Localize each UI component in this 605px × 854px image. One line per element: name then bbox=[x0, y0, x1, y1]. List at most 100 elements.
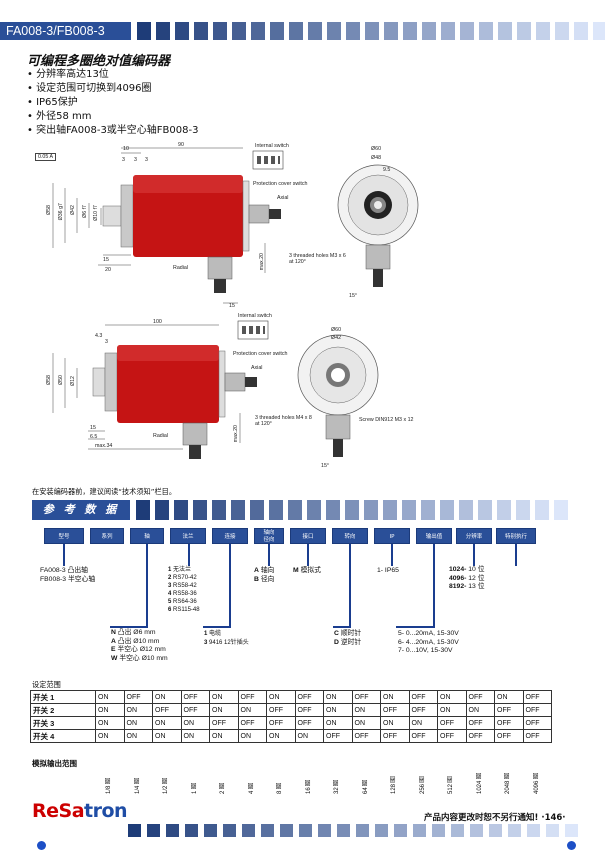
option-item: 5 RS64-36 bbox=[168, 599, 197, 605]
dim-label: 6.5 bbox=[90, 434, 98, 440]
dim-label: 90 bbox=[178, 142, 184, 148]
option-item: 3 RS58-42 bbox=[168, 583, 197, 589]
dim-label: 3 bbox=[134, 157, 137, 163]
decor-square bbox=[403, 22, 417, 40]
dim-label: Ø10 f7 bbox=[93, 205, 99, 221]
switch-label: 开关 1 bbox=[30, 690, 96, 704]
dim-label: 3 bbox=[145, 157, 148, 163]
decor-square bbox=[128, 824, 141, 837]
decor-square bbox=[593, 22, 605, 40]
switch-cell: ON bbox=[465, 703, 495, 717]
dim-label: Screw DIN912 M3 x 12 bbox=[359, 417, 414, 423]
switch-cell: OFF bbox=[180, 690, 210, 704]
dim-label: Ø48 bbox=[371, 155, 382, 161]
switch-cell: ON bbox=[123, 716, 153, 730]
decor-square bbox=[232, 22, 246, 40]
connector-line bbox=[63, 544, 65, 566]
ip-options: 1- IP65 bbox=[377, 567, 399, 576]
switch-cell: OFF bbox=[465, 690, 495, 704]
switch-cell: OFF bbox=[408, 729, 438, 743]
dim-label: 4.3 bbox=[95, 333, 103, 339]
switch-cell: ON bbox=[95, 703, 125, 717]
option-item: W 半空心 Ø10 mm bbox=[111, 654, 168, 662]
switch-cell: OFF bbox=[294, 716, 324, 730]
switch-cell: ON bbox=[152, 729, 182, 743]
switch-cell: ON bbox=[437, 703, 467, 717]
order-box-flange: 法兰 bbox=[170, 528, 206, 544]
decor-square bbox=[175, 22, 189, 40]
range-label: 1 圈 bbox=[191, 782, 198, 794]
connector-line bbox=[391, 544, 393, 566]
switch-cell: OFF bbox=[294, 690, 324, 704]
switch-cell: ON bbox=[323, 703, 353, 717]
switch-cell: OFF bbox=[408, 703, 438, 717]
dim-label: Ø36 g7 bbox=[58, 203, 64, 221]
dim-label: Axial bbox=[277, 195, 289, 201]
decor-square bbox=[289, 22, 303, 40]
range-label: 4 圈 bbox=[248, 782, 255, 794]
order-box-series: 系列 bbox=[90, 528, 124, 544]
decor-square bbox=[136, 500, 150, 520]
decor-square bbox=[459, 500, 473, 520]
resolution-options: 1024- 10 位 4096- 12 位 8192- 13 位 bbox=[449, 566, 485, 592]
drawing-fa008-svg bbox=[52, 147, 419, 304]
switch-cell: OFF bbox=[494, 703, 524, 717]
range-label: 512 圈 bbox=[448, 776, 454, 794]
switch-cell: OFF bbox=[180, 703, 210, 717]
dim-label: 10 bbox=[123, 146, 129, 152]
switch-cell: ON bbox=[380, 690, 410, 704]
range-label: 4096 圈 bbox=[533, 772, 540, 794]
decor-square bbox=[498, 22, 512, 40]
switch-cell: ON bbox=[209, 690, 239, 704]
connector-line bbox=[229, 544, 231, 628]
switch-cell: OFF bbox=[323, 729, 353, 743]
switch-cell: OFF bbox=[465, 716, 495, 730]
switch-cell: ON bbox=[152, 716, 182, 730]
dim-label: 3 bbox=[105, 339, 108, 345]
decor-square bbox=[327, 22, 341, 40]
decor-square bbox=[346, 22, 360, 40]
footer-dot bbox=[37, 841, 46, 850]
switch-cell: ON bbox=[351, 703, 381, 717]
decor-square bbox=[326, 500, 340, 520]
decor-square bbox=[364, 500, 378, 520]
range-label: 1/8 圈 bbox=[106, 777, 112, 794]
decor-square bbox=[535, 500, 549, 520]
decor-square bbox=[155, 500, 169, 520]
switch-cell: OFF bbox=[152, 703, 182, 717]
switch-cell: OFF bbox=[465, 729, 495, 743]
feature-list: 分辨率高达13位 设定范围可切换到4096圈 IP65保护 外径58 mm 突出… bbox=[27, 68, 198, 138]
dim-label: 15° bbox=[321, 463, 330, 469]
switch-cell: ON bbox=[237, 703, 267, 717]
switch-label: 开关 4 bbox=[30, 729, 96, 743]
decor-square bbox=[223, 824, 236, 837]
flange-options: 1 无法兰 2 RS70-42 3 RS58-42 4 RS58-36 5 RS… bbox=[168, 566, 200, 614]
decor-square bbox=[451, 824, 464, 837]
dim-label: max.20 bbox=[233, 425, 239, 443]
dim-label: Internal switch bbox=[255, 143, 289, 149]
decor-square bbox=[193, 500, 207, 520]
option-item: A 凸出 Ø10 mm bbox=[111, 637, 160, 645]
product-title: 可编程多圈绝对值编码器 bbox=[27, 54, 171, 69]
decor-square bbox=[413, 824, 426, 837]
direction-options: C 顺时针 D 逆时针 bbox=[334, 630, 361, 647]
dim-label: Ø50 bbox=[58, 375, 64, 386]
switch-cell: ON bbox=[152, 690, 182, 704]
feature-item: 外径58 mm bbox=[27, 110, 198, 124]
switch-cell: OFF bbox=[351, 690, 381, 704]
order-box-special: 特别执行 bbox=[496, 528, 536, 544]
switch-cell: ON bbox=[95, 690, 125, 704]
range-label: 2048 圈 bbox=[505, 772, 511, 794]
switch-cell: ON bbox=[123, 729, 153, 743]
dim-label: 3 threaded holes M4 x 8 at 120° bbox=[255, 415, 312, 427]
connector-line bbox=[268, 544, 270, 566]
decor-square bbox=[508, 824, 521, 837]
order-box-interface: 接口 bbox=[290, 528, 326, 544]
logo-part: ReSa bbox=[32, 800, 85, 822]
range-label: 2 圈 bbox=[220, 782, 226, 794]
switch-cell: OFF bbox=[294, 703, 324, 717]
order-box-resolution: 分辨率 bbox=[456, 528, 492, 544]
